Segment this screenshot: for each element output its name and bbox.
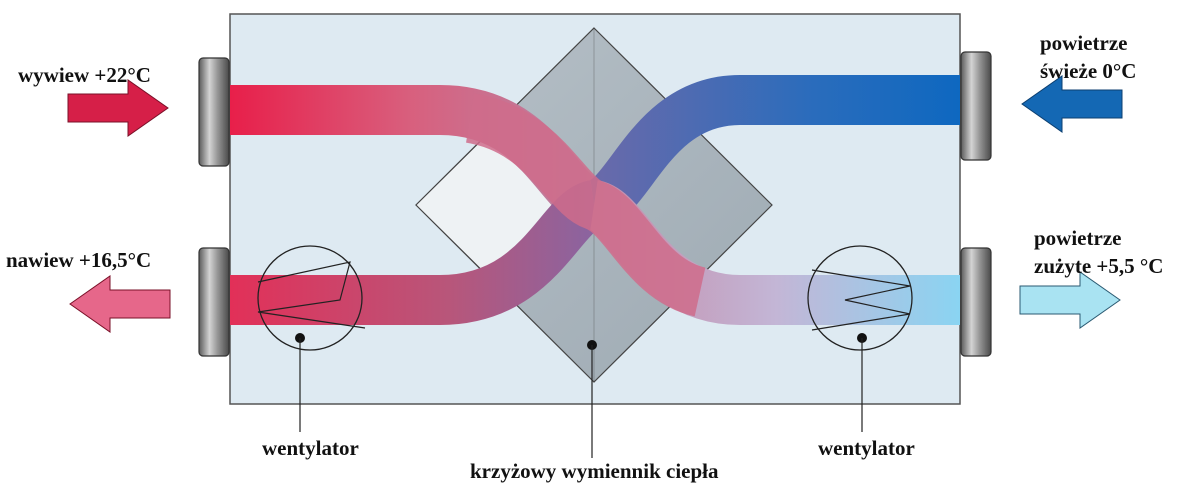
duct-connector-top-left: [198, 57, 230, 167]
waste-outlet-label-line2: zużyte +5,5 °C: [1034, 254, 1163, 278]
supply-outflow-arrow-icon: [69, 275, 171, 333]
supply-outlet-label: nawiew +16,5°C: [6, 248, 151, 272]
waste-outlet-label-line1: powietrze: [1034, 226, 1121, 250]
exchanger-label: krzyżowy wymiennik ciepła: [470, 459, 719, 483]
fan-right: [807, 245, 913, 432]
duct-connector-bottom-right: [960, 247, 992, 357]
airflow-ducts: [230, 75, 960, 325]
exhaust-inflow-arrow-icon: [67, 79, 169, 137]
fresh-inflow-arrow-icon: [1021, 75, 1123, 133]
duct-connector-top-right: [960, 51, 992, 161]
duct-connector-bottom-left: [198, 247, 230, 357]
exchanger-pointer: [587, 340, 597, 458]
exhaust-inlet-label: wywiew +22°C: [18, 63, 151, 87]
fan-left-label: wentylator: [262, 436, 359, 460]
fresh-inlet-label-line2: świeże 0°C: [1040, 59, 1136, 83]
waste-outflow-arrow-icon: [1019, 271, 1121, 329]
fresh-inlet-label-line1: powietrze: [1040, 31, 1127, 55]
fan-left: [257, 245, 366, 432]
fan-right-label: wentylator: [818, 436, 915, 460]
